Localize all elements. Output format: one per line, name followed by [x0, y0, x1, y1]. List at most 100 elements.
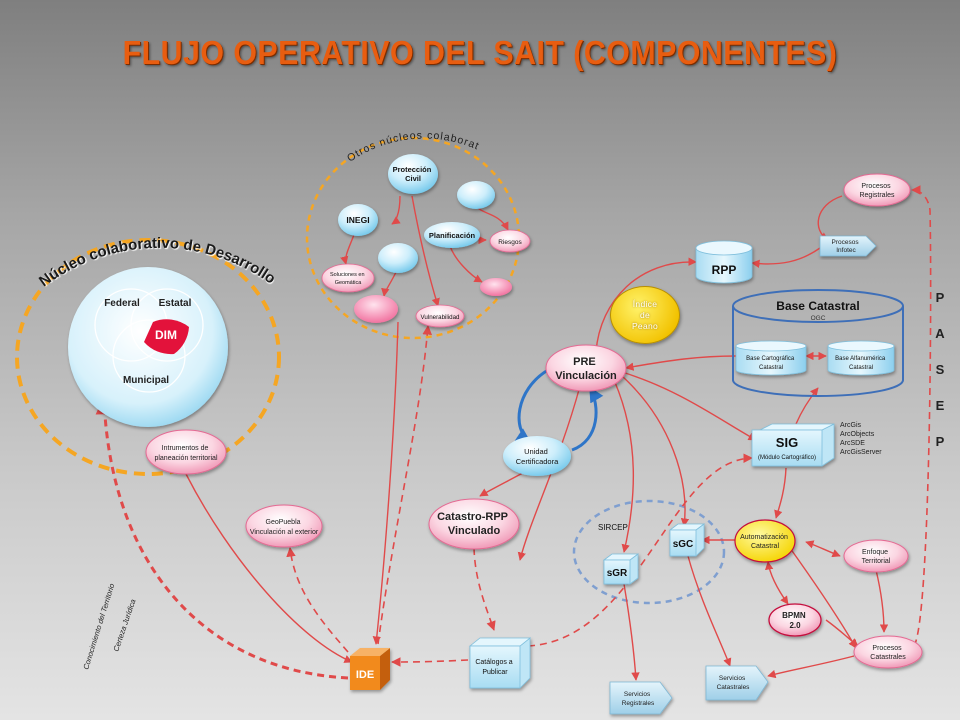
base-catastral-node: Base Catastral OGC Base Cartográfica Cat… [732, 289, 904, 397]
arrow-procesos-to-pasep [911, 185, 932, 647]
blank-pink-node-2 [354, 295, 398, 323]
svg-text:sGC: sGC [673, 539, 694, 550]
arrow-sig-to-automatizacion [774, 467, 787, 519]
arrow-pre-to-sgc [621, 375, 690, 527]
federal-label: Federal [104, 298, 140, 309]
conocimiento-label: Conocimiento del Territorio [81, 582, 116, 670]
svg-text:IDE: IDE [356, 669, 374, 681]
servicios-catastrales-node: Servicios Catastrales [705, 665, 769, 701]
left-cluster: Núcleo colaborativo de Desarrollo Urbano… [0, 0, 279, 427]
page-title: FLUJO OPERATIVO DEL SAIT (COMPONENTES) [122, 34, 838, 71]
svg-text:INEGI: INEGI [346, 215, 369, 225]
svg-text:Planificación: Planificación [429, 231, 476, 240]
catastro-rpp-node: Catastro-RPP Vinculado [428, 498, 520, 550]
svg-text:Servicios Catastrales: Servicios Catastrales [717, 675, 751, 691]
automatizacion-node: Automatización Catastral [734, 519, 796, 563]
blank-blue-node-2 [378, 243, 418, 273]
svg-text:Soluciones en Geomátic: Soluciones en Geomática [330, 272, 366, 286]
soluciones-node: Soluciones en Geomática [321, 263, 375, 293]
svg-text:Núcleo colaborativo de Desarro: Núcleo colaborativo de Desarrollo Urbano [0, 0, 279, 290]
pasep-label: P A S E P [935, 290, 945, 449]
arrow-pre-to-sgr [613, 379, 634, 553]
arrow-pre-to-unidad [514, 368, 549, 444]
arrow-registrales-to-infotec [817, 195, 843, 241]
svg-text:Procesos Catastrales: Procesos Catastrales [870, 645, 906, 661]
blank-pink-node-1 [480, 278, 512, 296]
sig-tools: ArcGis ArcObjects ArcSDE ArcGisServer [840, 422, 882, 456]
catalogos-node: Catálogos a Publicar [468, 637, 532, 689]
arrow-enfoque-to-procesos [875, 569, 889, 633]
estatal-label: Estatal [159, 298, 192, 309]
proteccion-civil-node: Protección Civil [388, 154, 438, 194]
arrow-catalogos-to-ide [391, 657, 469, 667]
sgc-node: sGC [668, 523, 706, 557]
certeza-label: Certeza Jurídica [111, 598, 137, 653]
svg-text:(Módulo Cartográfico): (Módulo Cartográfico) [758, 455, 816, 461]
arrow-procesos-to-servicios [767, 655, 855, 679]
arrow-ide-to-geopuebla [286, 547, 349, 653]
arrow-automatizacion-to-procesos [789, 547, 857, 649]
svg-text:P: P [936, 434, 945, 449]
svg-text:E: E [936, 398, 945, 413]
enfoque-territorial-node: Enfoque Territorial [843, 539, 909, 573]
svg-text:Automatización Catastral: Automatización Catastral [740, 534, 790, 550]
base-catastral-label: Base Catastral [776, 299, 859, 313]
peano-line-2: de [639, 309, 651, 320]
planificacion-node: Planificación [424, 222, 480, 248]
arrow-sig-to-basecat [795, 387, 819, 425]
instrumentos-node: Intrumentos de planeación territorial [145, 429, 227, 475]
arrow-top-to-ide [372, 321, 399, 645]
arrow-instrumentos-to-ide [185, 473, 353, 663]
svg-text:SIG: SIG [776, 435, 798, 450]
svg-text:ArcGis ArcObjects: ArcGis ArcObjects ArcSDE ArcGisServer [840, 422, 882, 456]
svg-text:GeoPuebla Vinculación al: GeoPuebla Vinculación al exterior [250, 519, 319, 536]
peano-line-3: Peano [631, 320, 659, 331]
svg-text:Otros núcleos colaborativos: Otros núcleos colaborativos [0, 0, 481, 164]
bpmn-node: BPMN 2.0 [768, 603, 822, 637]
svg-text:PRE Vinculación: PRE Vinculación [555, 356, 617, 382]
procesos-registrales-node: Procesos Registrales [843, 173, 911, 207]
procesos-infotec-node: Procesos Infotec [819, 235, 877, 257]
arrow-automatizacion-to-bpmn [765, 561, 789, 605]
svg-text:Enfoque Territorial: Enfoque Territorial [862, 549, 891, 565]
riesgos-node: Riesgos [489, 229, 531, 253]
sircep-label: SIRCEP [598, 523, 628, 532]
arrow-enfoque-to-automatizacion [805, 540, 841, 558]
arrow-ide-back-to-cluster [95, 396, 349, 680]
svg-text:sGR: sGR [607, 568, 628, 579]
blue-loop [514, 368, 604, 452]
svg-text:Catálogos a Publicar: Catálogos a Publicar [475, 659, 514, 676]
base-alfanumerica-node: Base Alfanumérica Catastral [827, 340, 895, 376]
municipal-label: Municipal [123, 375, 169, 386]
connectors [185, 195, 889, 681]
peano-line-1: Índice [632, 298, 658, 309]
arrow-pre-to-catastro [517, 385, 581, 561]
left-cluster-label: Núcleo colaborativo de Desarrollo Urbano [0, 0, 279, 290]
svg-text:Protección Civil: Protección Civil [393, 165, 434, 183]
unidad-certificadora-node: Unidad Certificadora [503, 436, 571, 476]
svg-text:Intrumentos de planeació: Intrumentos de planeación territorial [154, 445, 217, 462]
base-cartografica-node: Base Cartográfica Catastral [735, 340, 807, 376]
arrow-catalogos-to-sig [527, 453, 753, 647]
svg-text:P: P [936, 290, 945, 305]
left-cluster-boundary [15, 238, 281, 476]
venn-background [68, 267, 228, 427]
ogc-label: OGC [811, 315, 826, 322]
arrow-infotec-to-rpp [751, 247, 821, 268]
arrow-basecat-to-pre [625, 355, 737, 371]
inegi-node: INEGI [338, 204, 378, 236]
dim-label: DIM [155, 328, 177, 342]
arrow-catastro-to-catalogos [473, 547, 496, 631]
svg-text:S: S [936, 362, 945, 377]
svg-text:BPMN 2.0: BPMN 2.0 [782, 611, 808, 630]
svg-text:A: A [935, 326, 945, 341]
dim-intersection [144, 319, 189, 355]
svg-text:Catastro-RPP Vinculado: Catastro-RPP Vinculado [437, 511, 511, 537]
arrow-unidad-to-pre [571, 386, 604, 452]
geopuebla-node: GeoPuebla Vinculación al exterior [245, 504, 323, 548]
dashed-connectors [95, 185, 932, 680]
top-cluster-label: Otros núcleos colaborativos [0, 0, 480, 164]
sgr-node: sGR [602, 553, 640, 585]
svg-text:Procesos Registrales: Procesos Registrales [859, 183, 895, 199]
